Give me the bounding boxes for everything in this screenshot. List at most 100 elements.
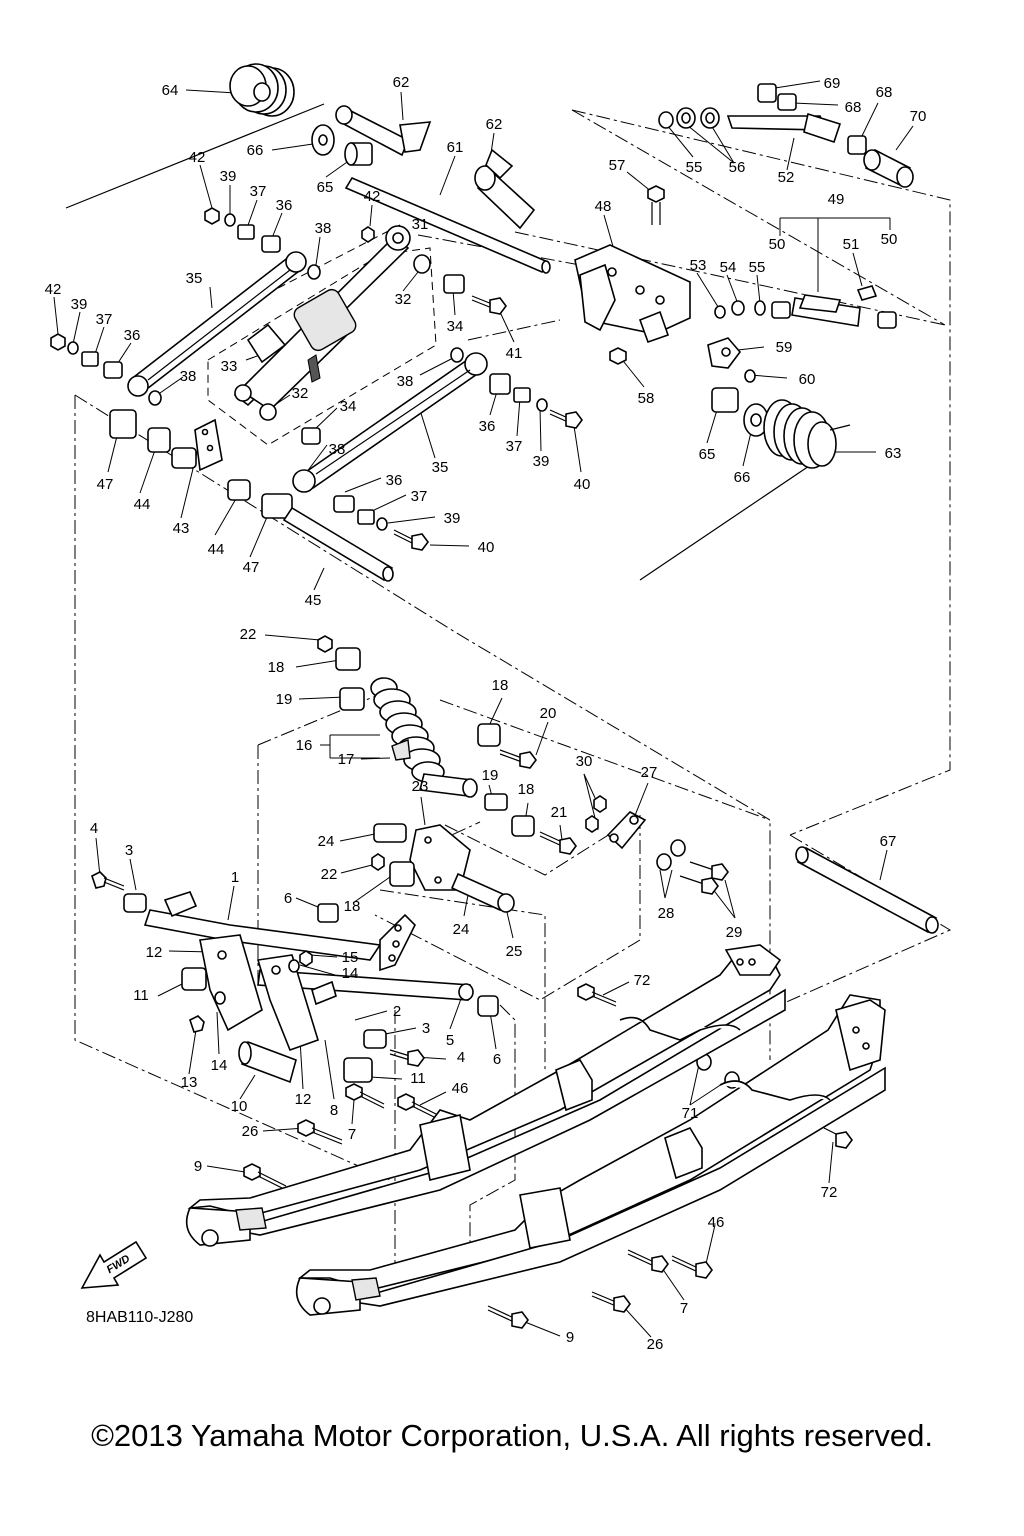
callout: 66	[734, 469, 751, 486]
callout: 51	[843, 236, 860, 253]
callout: 50	[881, 231, 898, 248]
callout: 22	[321, 866, 338, 883]
callout: 36	[386, 472, 403, 489]
callout: 42	[189, 149, 206, 166]
callout: 64	[162, 82, 179, 99]
callout: 32	[395, 291, 412, 308]
callout: 14	[342, 965, 359, 982]
torsion-spring-64	[65, 63, 325, 209]
callout: 61	[447, 139, 464, 156]
callout: 6	[284, 890, 292, 907]
callout: 36	[276, 197, 293, 214]
callout: 30	[576, 753, 593, 770]
callout: 24	[318, 833, 335, 850]
callout: 22	[240, 626, 257, 643]
callout: 53	[690, 257, 707, 274]
callout: 20	[540, 705, 557, 722]
callout: 16	[296, 737, 313, 754]
bracket-48	[574, 244, 691, 344]
callout: 4	[457, 1049, 465, 1066]
bolt-46-right	[671, 1255, 713, 1279]
callout: 42	[364, 188, 381, 205]
assembly-boundary-lines	[74, 109, 952, 1265]
callout: 32	[292, 385, 309, 402]
callout: 33	[221, 358, 238, 375]
callout: 37	[411, 488, 428, 505]
upper-arm-assembly	[50, 63, 583, 582]
callout: 37	[250, 183, 267, 200]
bolt-41	[471, 295, 507, 315]
link-27	[606, 811, 647, 850]
callout: 26	[242, 1123, 259, 1140]
drawing-code: 8HAB110-J280	[86, 1309, 194, 1326]
callout: 35	[432, 459, 449, 476]
callout: 12	[295, 1091, 312, 1108]
callout: 52	[778, 169, 795, 186]
arm-35-lower	[292, 352, 488, 493]
callout: 9	[566, 1329, 574, 1346]
rear-shock-assembly	[317, 635, 939, 934]
bolt-72-lower	[823, 1127, 853, 1149]
callout: 65	[699, 446, 716, 463]
callout: 19	[276, 691, 293, 708]
callout: 60	[799, 371, 816, 388]
callout: 15	[342, 949, 359, 966]
callout: 59	[776, 339, 793, 356]
callout: 11	[133, 987, 149, 1004]
callout: 65	[317, 179, 334, 196]
callout: 37	[96, 311, 113, 328]
bolts-29	[679, 861, 729, 895]
shaft-52	[726, 112, 842, 144]
callout: 18	[268, 659, 285, 676]
callout: 47	[243, 559, 260, 576]
callout: 56	[729, 159, 746, 176]
plate-12-left	[199, 934, 263, 1032]
callout: 21	[551, 804, 568, 821]
shaft-24	[450, 872, 515, 913]
callout: 49	[828, 191, 845, 208]
callout: 62	[393, 74, 410, 91]
fwd-arrow-icon: FWD	[80, 1240, 148, 1289]
hardware-set-left	[50, 333, 123, 379]
collar-62-upper	[335, 105, 432, 157]
slide-rail-left	[185, 944, 786, 1247]
callout: 39	[220, 168, 237, 185]
bolt-40-lower	[393, 529, 429, 551]
callout: 68	[876, 84, 893, 101]
callout: 27	[641, 764, 658, 781]
hardware-set-upper-left	[204, 207, 281, 253]
callout: 39	[444, 510, 461, 527]
callout: 47	[97, 476, 114, 493]
callout: 5	[446, 1032, 454, 1049]
callout: 7	[680, 1300, 688, 1317]
callout-labels: 64 62 62 61 66 65 42 39 37 36 42 38 31 3…	[45, 74, 927, 1353]
callout: 12	[146, 944, 163, 961]
callout: 54	[720, 259, 737, 276]
callout: 43	[173, 520, 190, 537]
callout: 70	[910, 108, 927, 125]
bracket-5	[379, 913, 416, 972]
callout: 23	[412, 778, 429, 795]
callout: 63	[885, 445, 902, 462]
callout: 69	[824, 75, 841, 92]
copyright-notice: ©2013 Yamaha Motor Corporation, U.S.A. A…	[91, 1418, 933, 1453]
nut-58	[609, 347, 627, 365]
torsion-spring-63	[639, 399, 851, 581]
callout: 28	[658, 905, 675, 922]
bolt-4-lower	[389, 1049, 425, 1067]
callout: 46	[452, 1080, 469, 1097]
callout: 62	[486, 116, 503, 133]
callout: 3	[422, 1020, 430, 1037]
callout: 55	[686, 159, 703, 176]
bolt-72-upper	[577, 983, 617, 1007]
callout: 38	[180, 368, 197, 385]
callout: 46	[708, 1214, 725, 1231]
shaft-61	[344, 176, 551, 274]
bracket-43	[194, 418, 223, 472]
callout: 58	[638, 390, 655, 407]
bolt-26-right	[591, 1291, 631, 1313]
callout: 48	[595, 198, 612, 215]
collar-62-right	[474, 148, 536, 230]
bushing-65	[344, 142, 373, 166]
bolt-21	[539, 831, 577, 855]
